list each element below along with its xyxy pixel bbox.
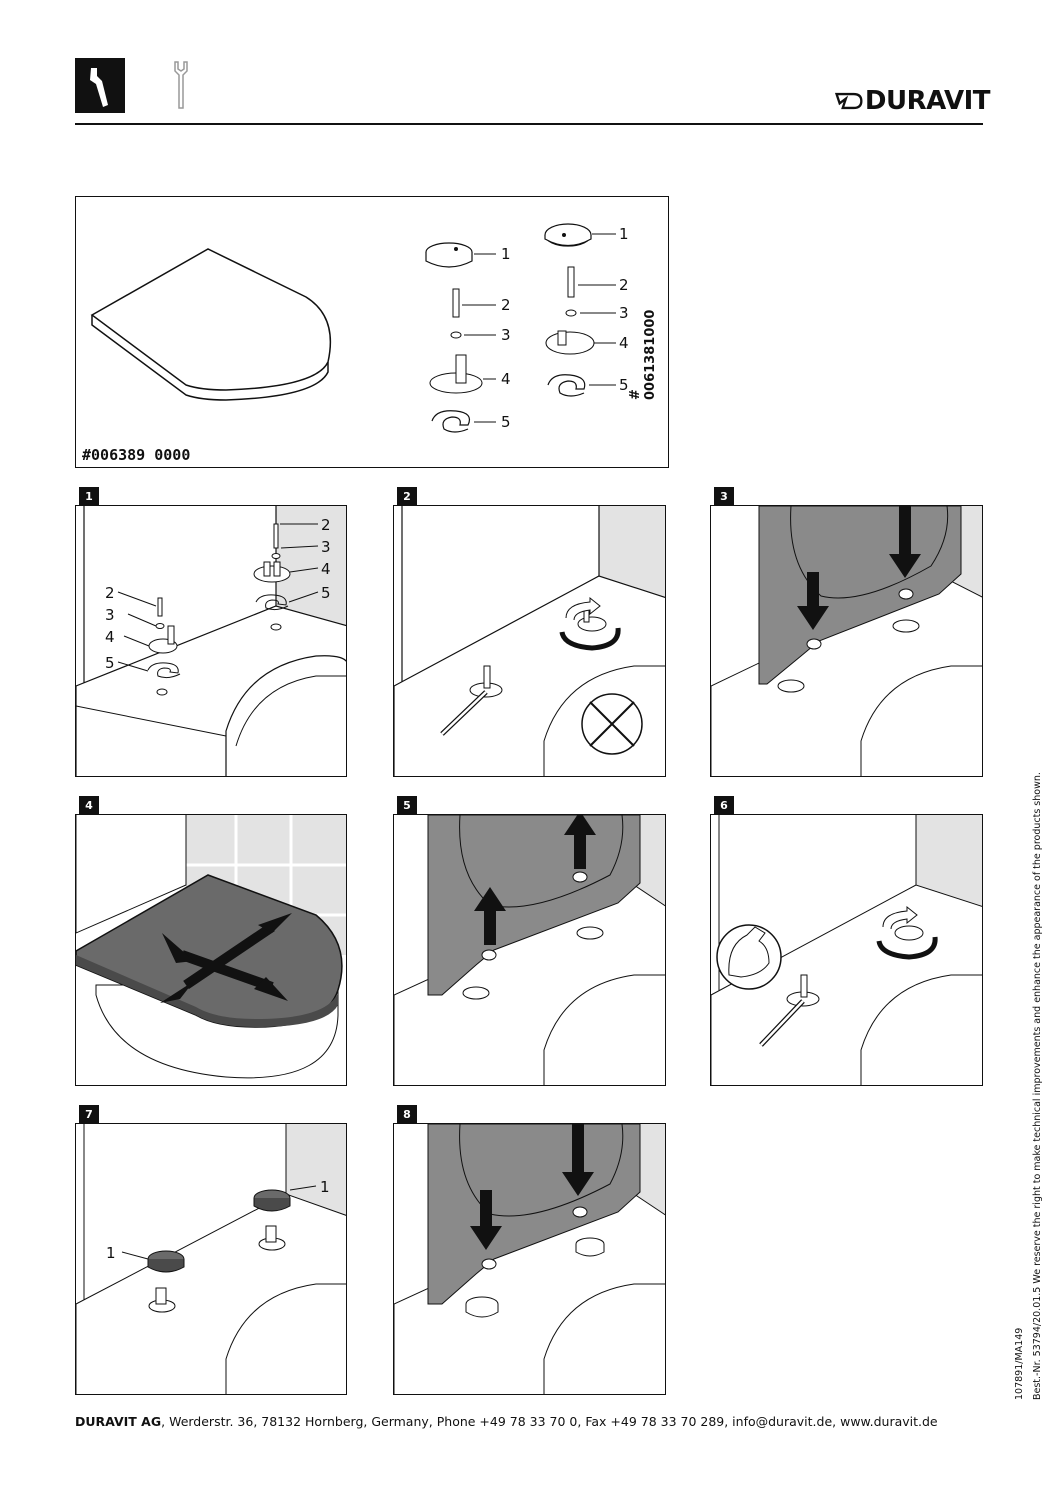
part-label: 3 — [501, 326, 511, 344]
part-label: 3 — [321, 538, 331, 556]
step-6-illustration — [711, 815, 982, 1085]
part-label: 4 — [619, 334, 629, 352]
step-3-panel — [710, 505, 983, 777]
step-8-illustration — [394, 1124, 665, 1394]
duravit-logo-mark-icon — [835, 92, 863, 110]
part-label: 2 — [105, 584, 115, 602]
product-reference: #006389 0000 — [82, 446, 191, 464]
document-reference: 107891/MA149 — [1014, 1327, 1025, 1400]
step-4-illustration — [76, 815, 346, 1079]
step-1-panel: 2 3 4 5 2 3 4 5 — [75, 505, 347, 777]
arrow-icon — [160, 913, 292, 1003]
step-number: 6 — [714, 796, 734, 814]
arrow-up-icon — [564, 815, 596, 869]
step-5-illustration — [394, 815, 665, 1085]
wrench-outline-icon — [170, 60, 192, 112]
step-7-panel: 1 1 — [75, 1123, 347, 1395]
brand-name: DURAVIT — [864, 86, 991, 116]
part-label: 4 — [501, 370, 511, 388]
part-label: 4 — [105, 628, 115, 646]
alternate-product-reference: # 0061381000 — [628, 309, 658, 400]
step-1-illustration — [76, 506, 346, 776]
part-label: 2 — [321, 516, 331, 534]
step-4-panel — [75, 814, 347, 1086]
arrow-down-icon — [562, 1124, 594, 1196]
step-8-panel — [393, 1123, 666, 1395]
seat-and-parts-illustration — [90, 223, 616, 433]
part-label: 1 — [619, 225, 629, 243]
part-label: 2 — [501, 296, 511, 314]
part-label: 1 — [501, 245, 511, 263]
step-7-illustration — [76, 1124, 346, 1394]
company-contact: , Werderstr. 36, 78132 Hornberg, Germany… — [161, 1414, 938, 1429]
part-label: 2 — [619, 276, 629, 294]
step-number: 2 — [397, 487, 417, 505]
company-name: DURAVIT AG — [75, 1414, 162, 1429]
wrench-filled-icon — [75, 58, 125, 113]
step-2-illustration — [394, 506, 665, 776]
part-label: 1 — [106, 1244, 116, 1262]
parts-overview-panel: 1 2 3 4 5 1 2 3 4 5 — [75, 196, 669, 468]
part-label: 3 — [619, 304, 629, 322]
step-number: 3 — [714, 487, 734, 505]
arrow-down-icon — [889, 506, 921, 578]
arrow-down-icon — [797, 572, 829, 630]
part-label: 3 — [105, 606, 115, 624]
duravit-logo: DURAVIT — [835, 84, 991, 118]
step-number: 8 — [397, 1105, 417, 1123]
step-3-illustration — [711, 506, 982, 776]
part-label: 4 — [321, 560, 331, 578]
step-5-panel — [393, 814, 666, 1086]
company-footer: DURAVIT AG, Werderstr. 36, 78132 Hornber… — [75, 1414, 938, 1429]
part-label: 5 — [501, 413, 511, 431]
part-label: 5 — [105, 654, 115, 672]
legal-note: Best.-Nr. 53794/20.01.5 We reserve the r… — [1032, 772, 1043, 1400]
arrow-down-icon — [470, 1190, 502, 1250]
part-label: 5 — [619, 376, 629, 394]
part-label: 1 — [320, 1178, 330, 1196]
step-number: 4 — [79, 796, 99, 814]
step-number: 1 — [79, 487, 99, 505]
header-divider — [75, 123, 983, 125]
step-number: 5 — [397, 796, 417, 814]
step-2-panel — [393, 505, 666, 777]
step-number: 7 — [79, 1105, 99, 1123]
arrow-up-icon — [474, 887, 506, 945]
step-6-panel — [710, 814, 983, 1086]
part-label: 5 — [321, 584, 331, 602]
